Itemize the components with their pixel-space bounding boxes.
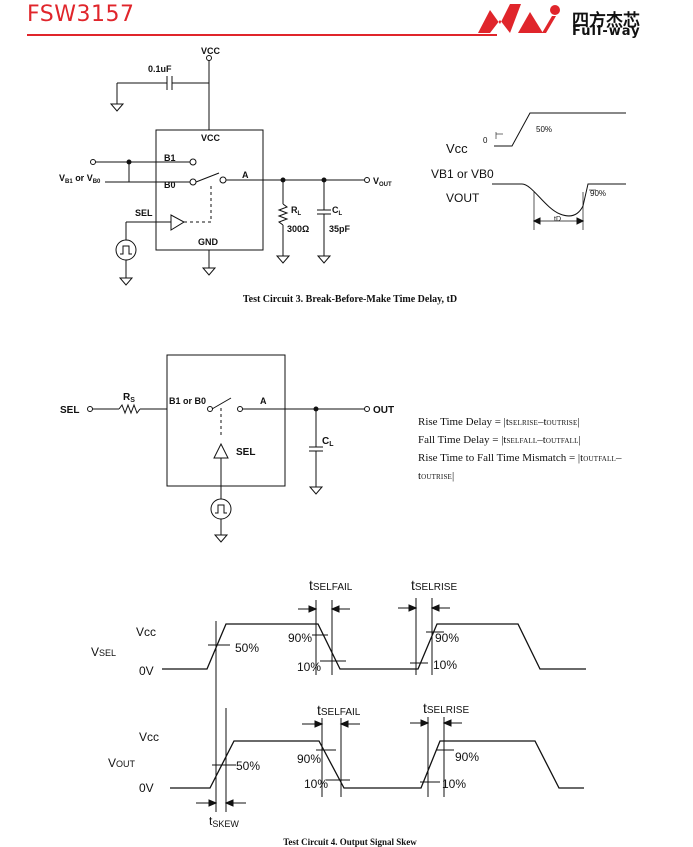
circuit-4-caption: Test Circuit 4. Output Signal Skew — [283, 837, 417, 847]
formula-mismatch-cont: tOUTRISE| — [418, 470, 455, 482]
header-rule — [27, 34, 497, 36]
series-resistor — [118, 403, 141, 415]
ground-symbol-icon — [109, 103, 125, 112]
logo-english-text: Full-way — [572, 24, 641, 39]
formula-mismatch: Rise Time to Fall Time Mismatch = |tOUTF… — [418, 452, 622, 464]
load-resistor — [277, 203, 289, 226]
logo-chinese-text: 四方杰芯 — [572, 11, 640, 31]
chip-body-2 — [166, 354, 286, 487]
switch-arm-2 — [211, 397, 232, 410]
formula-rise-delay: Rise Time Delay = |tSELRISE–tOUTRISE| — [418, 416, 580, 428]
part-number: FSW3157 — [27, 2, 135, 27]
ground-symbol-icon — [201, 267, 217, 276]
switch-arm — [195, 172, 220, 183]
circuit-3-caption: Test Circuit 3. Break-Before-Make Time D… — [242, 294, 458, 305]
formula-fall-delay: Fall Time Delay = |tSELFALL–tOUTFALL| — [418, 434, 581, 446]
